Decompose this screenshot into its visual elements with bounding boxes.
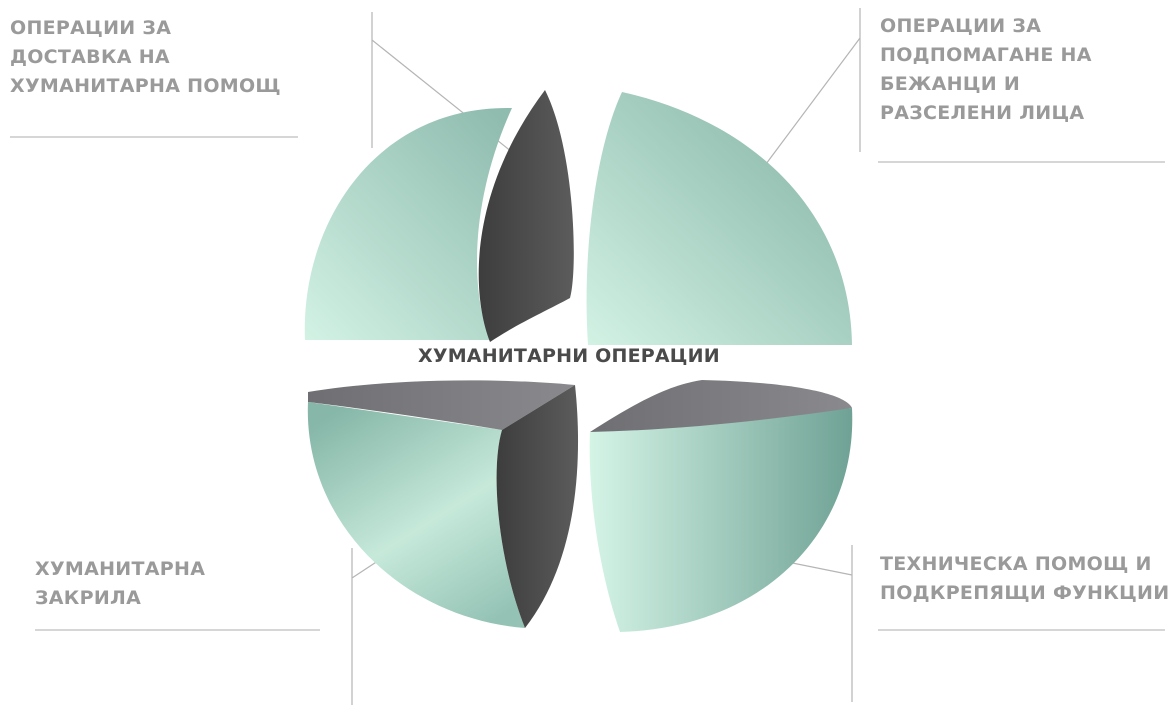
label-top-right-line-3: БЕЖАНЦИ И	[880, 73, 1021, 95]
label-top-right-line-2: ПОДПОМАГАНЕ НА	[880, 44, 1092, 66]
label-bottom-left: ХУМАНИТАРНА ЗАКРИЛА	[35, 555, 205, 613]
label-bottom-left-line-2: ЗАКРИЛА	[35, 587, 142, 609]
label-bottom-right-line-1: ТЕХНИЧЕСКА ПОМОЩ И	[880, 553, 1152, 575]
segment-bottom-right	[589, 380, 853, 632]
center-title: ХУМАНИТАРНИ ОПЕРАЦИИ	[418, 345, 720, 367]
label-top-right-line-4: РАЗСЕЛЕНИ ЛИЦА	[880, 102, 1085, 124]
leader-line-top-right	[762, 37, 861, 169]
segment-bottom-left	[307, 380, 579, 628]
label-top-right-line-1: ОПЕРАЦИИ ЗА	[880, 15, 1042, 37]
segment-top-left	[304, 90, 574, 342]
label-bottom-right: ТЕХНИЧЕСКА ПОМОЩ И ПОДКРЕПЯЩИ ФУНКЦИИ	[880, 550, 1169, 608]
label-bottom-left-line-1: ХУМАНИТАРНА	[35, 558, 206, 580]
label-top-left-line-3: ХУМАНИТАРНА ПОМОЩ	[10, 75, 281, 97]
label-bottom-right-line-2: ПОДКРЕПЯЩИ ФУНКЦИИ	[880, 582, 1170, 604]
segment-top-right	[586, 92, 852, 345]
label-top-left-line-2: ДОСТАВКА НА	[10, 46, 170, 68]
label-top-left: ОПЕРАЦИИ ЗА ДОСТАВКА НА ХУМАНИТАРНА ПОМО…	[10, 14, 281, 101]
label-top-right: ОПЕРАЦИИ ЗА ПОДПОМАГАНЕ НА БЕЖАНЦИ И РАЗ…	[880, 12, 1092, 128]
label-top-left-line-1: ОПЕРАЦИИ ЗА	[10, 17, 172, 39]
label-rules	[10, 136, 1165, 631]
